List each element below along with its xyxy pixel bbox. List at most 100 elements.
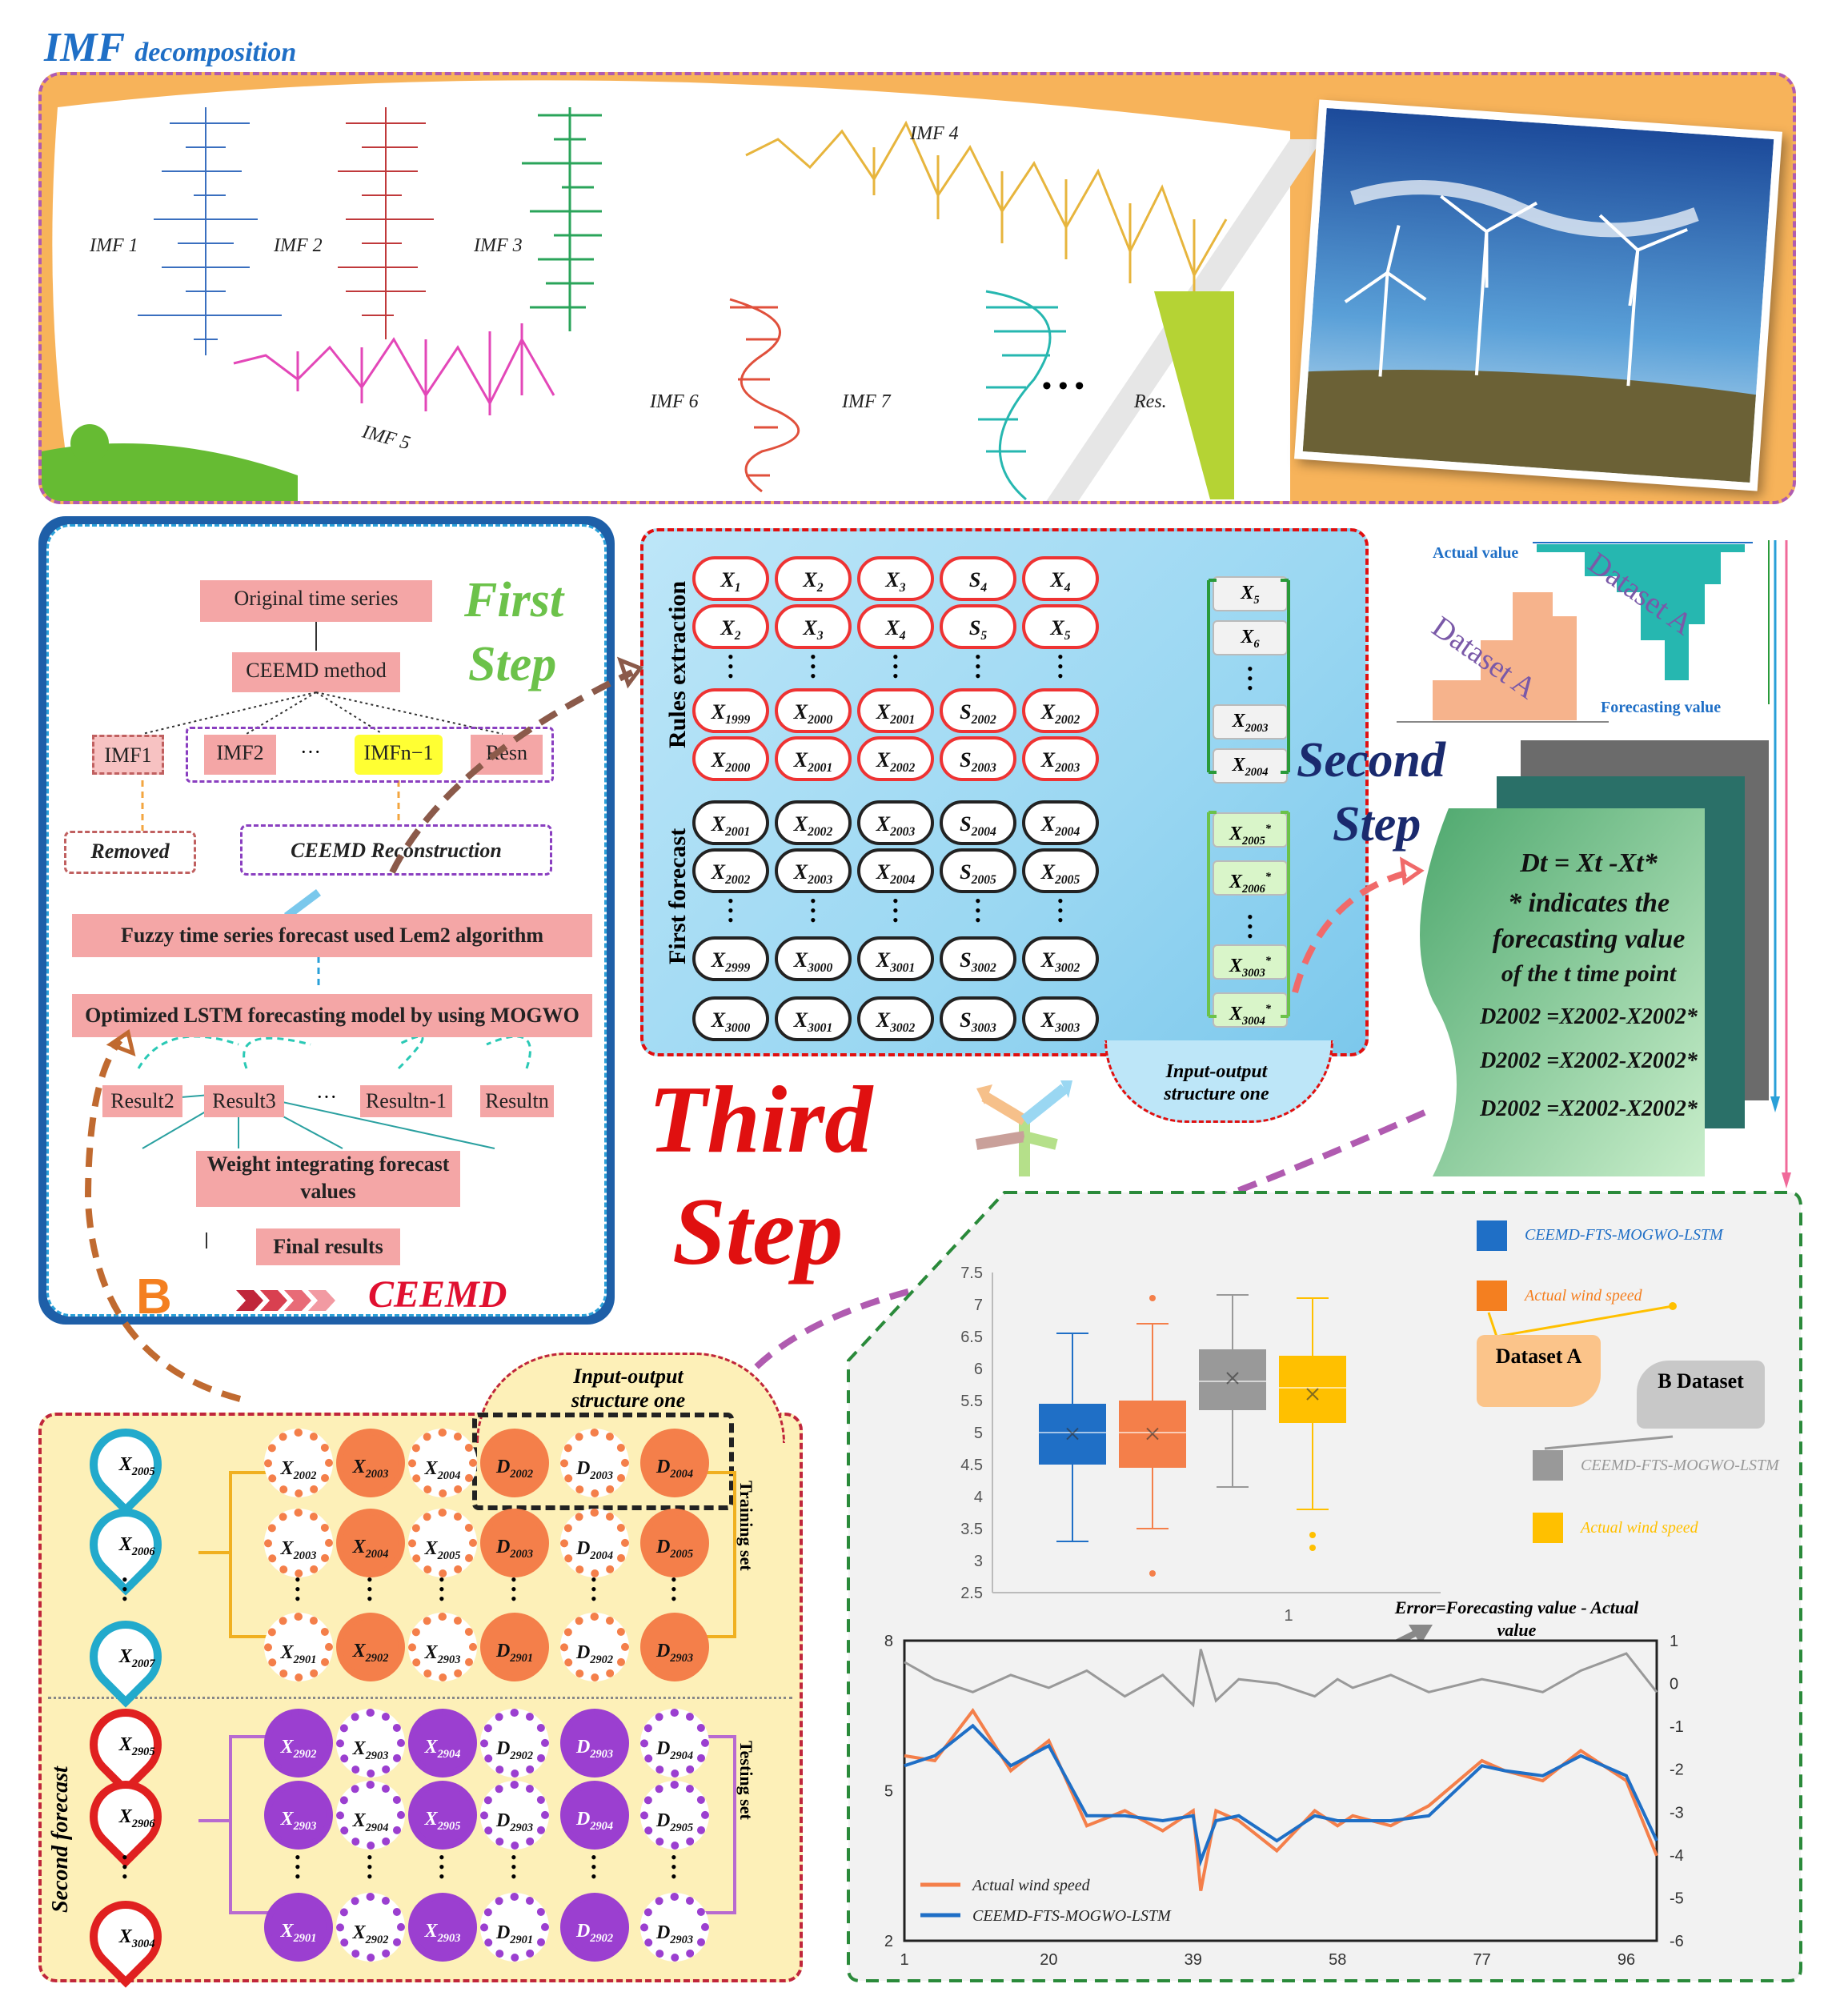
line-legend-label: CEEMD-FTS-MOGWO-LSTM: [972, 1907, 1172, 1925]
y2-tick-label: -5: [1670, 1890, 1684, 1907]
box-outlier: [1149, 1295, 1156, 1301]
ellipsis-dots: • • •: [975, 891, 981, 930]
dataset-staircase: [1397, 542, 1753, 723]
legend-label: Actual wind speed: [1525, 1287, 1642, 1305]
wind-farm-photo: [1294, 99, 1782, 491]
formula-dt: Dt = Xt -Xt*: [1520, 848, 1658, 878]
box-mean-marker: [1306, 1388, 1319, 1401]
ellipsis-dots: • • •: [295, 1847, 301, 1886]
set-divider: [48, 1697, 792, 1699]
output-tag: X2004: [1213, 748, 1288, 784]
forecast-cloud: X3003: [1022, 996, 1099, 1041]
output-tag: X2003: [1213, 704, 1288, 739]
second-step-line2: Step: [1333, 797, 1421, 852]
rule-cloud: S4: [940, 556, 1016, 601]
io-structure-label: Input-output structure one: [571, 1365, 686, 1412]
training-gear: D2901: [480, 1613, 549, 1681]
y2-tick-label: 0: [1670, 1676, 1678, 1693]
imf-label: IMF 6: [650, 391, 699, 412]
y2-tick-label: -3: [1670, 1804, 1684, 1822]
ceemd-logo-text: CEEMD: [368, 1273, 507, 1316]
x-tick-label: 20: [1040, 1951, 1057, 1969]
formula-equation: D2002 =X2002-X2002*: [1480, 1004, 1698, 1029]
imf-label: IMF 2: [274, 235, 323, 256]
result-box: Result3: [204, 1085, 284, 1117]
output-tag: X2006*: [1213, 860, 1288, 896]
forecast-cloud: S3002: [940, 936, 1016, 981]
imf1-box: IMF1: [92, 735, 164, 775]
forecast-cloud: X3000: [775, 936, 852, 981]
forecast-cloud: X2999: [692, 936, 769, 981]
imf-dots: ···: [300, 740, 321, 764]
training-gear: X2005: [408, 1509, 477, 1577]
forecast-cloud: S3003: [940, 996, 1016, 1041]
imf3-wave: [522, 107, 602, 331]
x-tick-label: 1: [1284, 1607, 1293, 1625]
rule-cloud: X2: [775, 556, 852, 601]
forecast-cloud: X2005: [1022, 848, 1099, 893]
output-tag: X5: [1213, 576, 1288, 611]
training-gear: D2003: [480, 1509, 549, 1577]
ellipsis-dots: • • •: [728, 891, 734, 930]
imf1-wave: [138, 107, 282, 355]
legend-label: CEEMD-FTS-MOGWO-LSTM: [1581, 1457, 1779, 1474]
ellipsis-dots: • • •: [439, 1847, 445, 1886]
ellipsis-dots: • • •: [122, 1569, 128, 1609]
rule-cloud: X2001: [857, 688, 934, 733]
x-tick-label: 1: [900, 1951, 908, 1969]
imf-waveforms: [138, 107, 1234, 501]
forecast-cloud: X2004: [1022, 800, 1099, 845]
ellipsis-dots: • • •: [810, 647, 816, 686]
x-tick-label: 39: [1185, 1951, 1202, 1969]
output-brackets: [1207, 579, 1290, 1018]
ellipsis: • • •: [1042, 371, 1084, 401]
dataset-b-text: B Dataset: [1658, 1369, 1744, 1393]
io-structure-bubble: [1104, 1040, 1333, 1123]
training-gear: X2902: [336, 1613, 405, 1681]
rule-cloud: X2002: [1022, 688, 1099, 733]
formula-note: of the t time point: [1501, 960, 1677, 987]
result-dots: ···: [316, 1085, 337, 1108]
forecast-cloud: X3002: [857, 996, 934, 1041]
training-gear: D2902: [560, 1613, 629, 1681]
lstm-model-box: Optimized LSTM forecasting model by usin…: [72, 994, 592, 1037]
rule-cloud: X5: [1022, 604, 1099, 649]
resn-box: Resn: [471, 735, 543, 775]
imf-label: Res.: [1134, 391, 1167, 412]
result-box: Resultn-1: [360, 1085, 452, 1117]
ellipsis-dots: • • •: [892, 647, 899, 686]
forecast-cloud: X2004: [857, 848, 934, 893]
y-tick-label: 6: [974, 1361, 983, 1378]
y-tick-label: 5: [974, 1425, 983, 1442]
legend-swatch: [1533, 1450, 1563, 1481]
legend-label: CEEMD-FTS-MOGWO-LSTM: [1525, 1226, 1723, 1244]
ellipsis-dots: • • •: [367, 1847, 373, 1886]
y2-tick-label: -6: [1670, 1933, 1684, 1950]
rule-cloud: X3: [775, 604, 852, 649]
box-outlier: [1309, 1532, 1316, 1538]
rule-cloud: X2001: [775, 736, 852, 781]
formula-note: * indicates the: [1507, 888, 1670, 918]
imf6-wave: [729, 298, 800, 493]
ceemd-method-box: CEEMD method: [232, 652, 400, 692]
ellipsis-dots: • • •: [511, 1569, 517, 1609]
legend-swatch: [1477, 1220, 1507, 1251]
box-mean-marker: [1146, 1427, 1159, 1441]
chevron-arrows-icon: [236, 1290, 335, 1311]
y-tick-label: 2.5: [960, 1585, 983, 1602]
first-step-line1: First: [464, 573, 564, 627]
testing-gear: X2901: [264, 1893, 333, 1962]
io-structure-label: Input-output structure one: [1164, 1061, 1269, 1104]
training-gear: D2004: [640, 1429, 709, 1497]
testing-gear: X2902: [264, 1709, 333, 1778]
ellipsis-dots: • • •: [671, 1569, 677, 1609]
fuzzy-forecast-box: Fuzzy time series forecast used Lem2 alg…: [72, 914, 592, 957]
output-tag: X6: [1213, 620, 1288, 655]
result-box: Resultn: [480, 1085, 554, 1117]
training-gear: D2002: [480, 1429, 549, 1497]
forecast-cloud: X3001: [775, 996, 852, 1041]
forecast-cloud: X2001: [692, 800, 769, 845]
training-gear: X2003: [264, 1509, 333, 1577]
ceemd-reconstruction-box: CEEMD Reconstruction: [240, 824, 552, 876]
